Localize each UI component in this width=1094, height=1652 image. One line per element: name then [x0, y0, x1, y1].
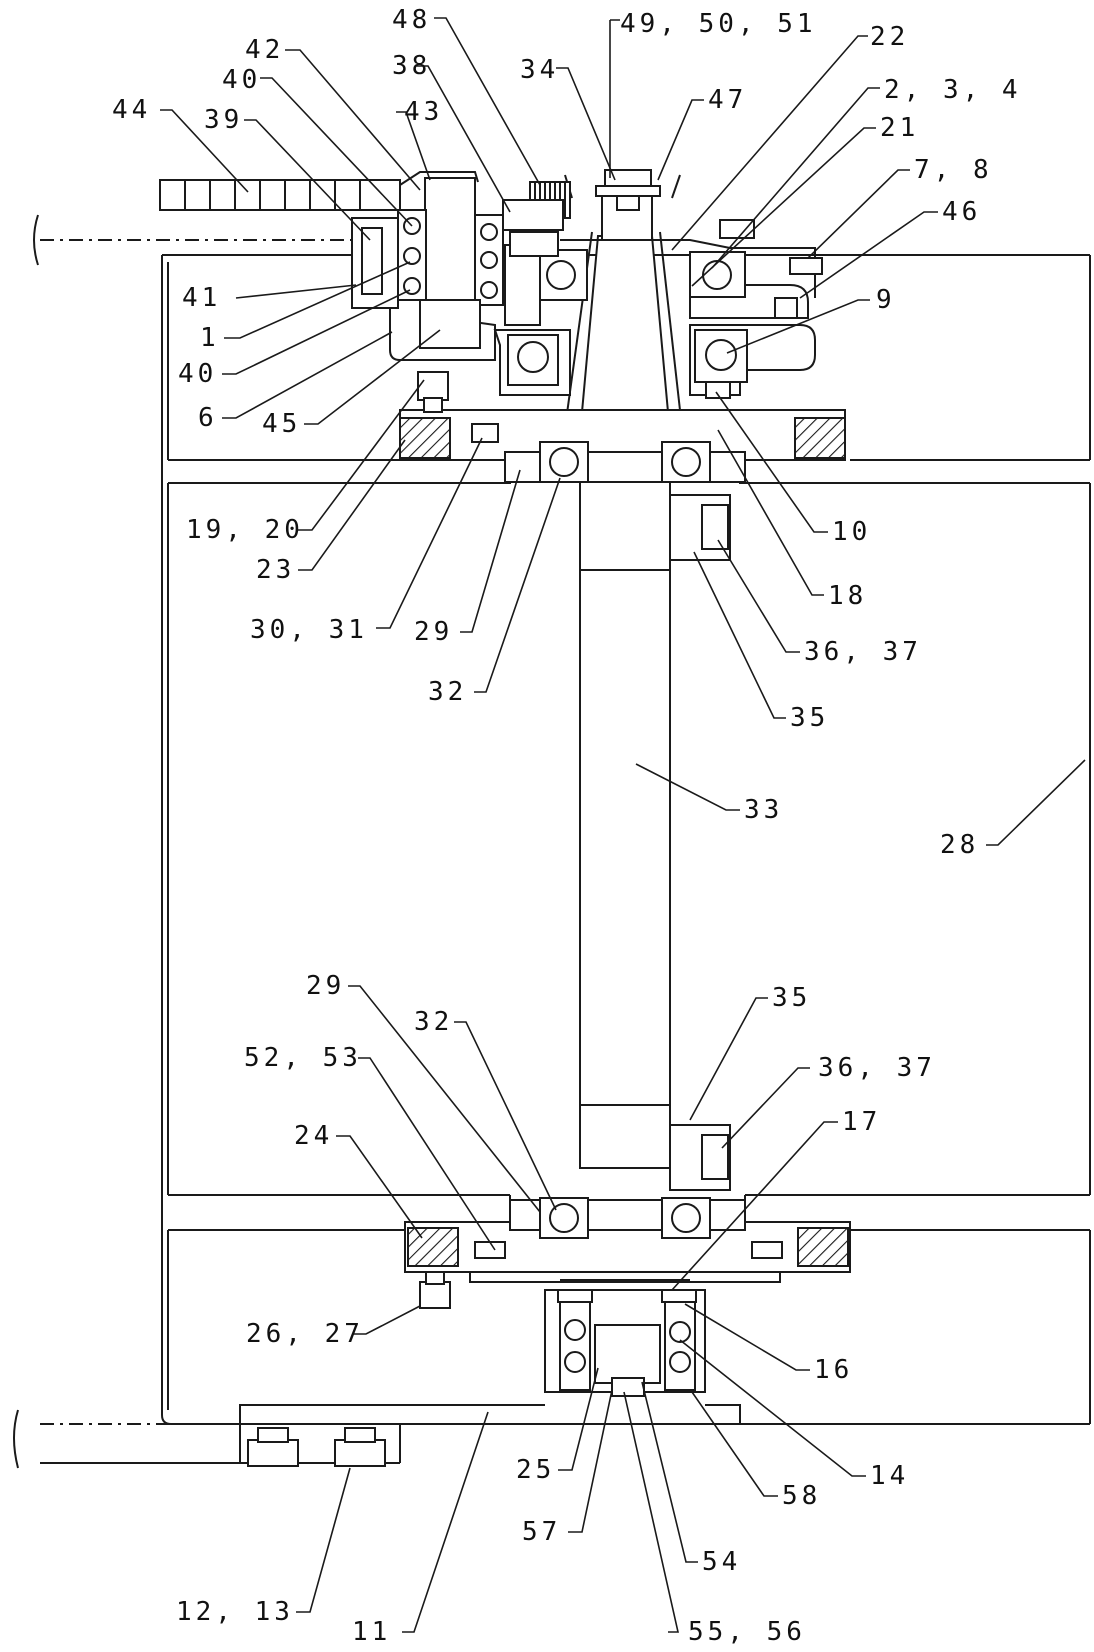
label-52-53: 52, 53: [244, 1043, 362, 1073]
label-6: 6: [198, 403, 218, 433]
label-39: 39: [204, 105, 243, 135]
label-35-bottom: 35: [772, 983, 811, 1013]
label-10: 10: [832, 517, 871, 547]
label-17: 17: [842, 1107, 881, 1137]
label-44: 44: [112, 95, 151, 125]
label-47: 47: [708, 85, 747, 115]
label-36-37-bottom: 36, 37: [818, 1053, 936, 1083]
label-36-37-top: 36, 37: [804, 637, 922, 667]
label-42: 42: [245, 35, 284, 65]
label-30-31: 30, 31: [250, 615, 368, 645]
label-58: 58: [782, 1481, 821, 1511]
label-40-bottom: 40: [178, 359, 217, 389]
label-41: 41: [182, 283, 221, 313]
lower-bearing-housing: [544, 1279, 706, 1397]
label-23: 23: [256, 555, 295, 585]
upper-gear-housing: [389, 169, 823, 399]
label-48: 48: [392, 5, 431, 35]
label-49-50-51: 49, 50, 51: [620, 9, 817, 39]
label-29-top: 29: [414, 617, 453, 647]
label-1: 1: [200, 323, 220, 353]
nut-pads: [669, 494, 731, 1191]
reference-labels: 48 49, 50, 51 22 42 2, 3, 4 40 38 34 44 …: [112, 5, 1022, 1647]
label-22: 22: [870, 22, 909, 52]
upper-hub: [399, 371, 846, 483]
label-9: 9: [876, 285, 896, 315]
label-29-bottom: 29: [306, 971, 345, 1001]
base-plate: [239, 1404, 741, 1467]
label-7-8: 7, 8: [914, 155, 993, 185]
label-32-top: 32: [428, 677, 467, 707]
lower-hub: [404, 1197, 851, 1309]
label-28: 28: [940, 830, 979, 860]
label-35-top: 35: [790, 703, 829, 733]
label-43: 43: [404, 97, 443, 127]
label-40-top: 40: [222, 65, 261, 95]
label-38: 38: [392, 51, 431, 81]
label-33: 33: [744, 795, 783, 825]
label-19-20: 19, 20: [186, 515, 304, 545]
leader-lines: [160, 17, 1086, 1633]
label-18: 18: [828, 581, 867, 611]
label-26-27: 26, 27: [246, 1319, 364, 1349]
label-16: 16: [814, 1355, 853, 1385]
label-24: 24: [294, 1121, 333, 1151]
label-34: 34: [520, 55, 559, 85]
label-2-3-4: 2, 3, 4: [884, 75, 1022, 105]
label-57: 57: [522, 1517, 561, 1547]
main-shaft: [564, 179, 683, 1169]
label-32-bottom: 32: [414, 1007, 453, 1037]
label-11: 11: [352, 1617, 391, 1647]
label-54: 54: [702, 1547, 741, 1577]
left-gear-train: [159, 171, 571, 349]
label-21: 21: [880, 113, 919, 143]
label-55-56: 55, 56: [688, 1617, 806, 1647]
label-46: 46: [942, 197, 981, 227]
label-25: 25: [516, 1455, 555, 1485]
label-14: 14: [870, 1461, 909, 1491]
label-12-13: 12, 13: [176, 1597, 294, 1627]
label-45: 45: [262, 409, 301, 439]
